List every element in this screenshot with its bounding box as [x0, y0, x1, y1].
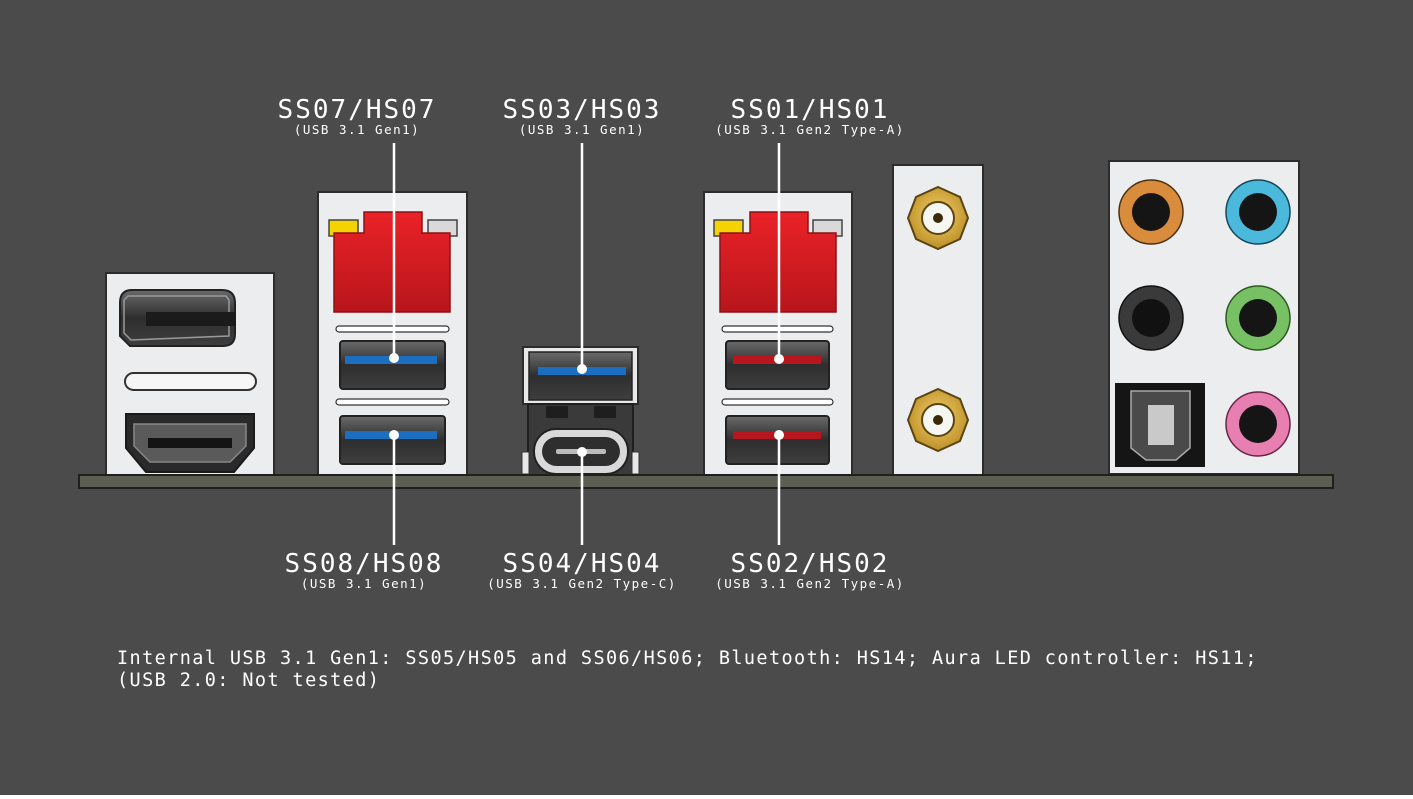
usb-a-port-icon: [339, 340, 446, 390]
port-label-sub: (USB 3.1 Gen1): [300, 576, 428, 591]
audio-jack-icon: [1118, 285, 1184, 351]
port-label-main: SS08/HS08: [284, 549, 444, 579]
port-label-sub: (USB 3.1 Gen2 Type-A): [715, 122, 905, 137]
video-output-block: [105, 272, 275, 479]
optical-spdif-icon: [1115, 383, 1205, 467]
port-label-main: SS03/HS03: [502, 95, 662, 125]
port-label-ss07: SS07/HS07 (USB 3.1 Gen1): [278, 97, 437, 137]
port-label-sub: (USB 3.1 Gen2 Type-C): [487, 576, 677, 591]
wifi-antenna-block: [892, 164, 984, 476]
port-label-ss03: SS03/HS03 (USB 3.1 Gen1): [503, 97, 662, 137]
audio-jack-icon: [1225, 179, 1291, 245]
port-label-main: SS07/HS07: [277, 95, 437, 125]
port-label-main: SS02/HS02: [730, 549, 890, 579]
audio-jack-icon: [1118, 179, 1184, 245]
usb-a-port-icon: [528, 351, 633, 401]
port-divider-bar: [124, 372, 257, 391]
footnote-line-1: Internal USB 3.1 Gen1: SS05/HS05 and SS0…: [117, 648, 1258, 669]
usb-a-c-stack-middle: [521, 346, 640, 477]
audio-block: [1108, 160, 1300, 475]
footnote: Internal USB 3.1 Gen1: SS05/HS05 and SS0…: [117, 648, 1258, 692]
port-label-ss01: SS01/HS01 (USB 3.1 Gen2 Type-A): [715, 97, 905, 137]
wifi-antenna-connector-icon: [906, 387, 970, 453]
usb-a-port-icon: [725, 340, 830, 390]
displayport-port-icon: [119, 289, 236, 347]
port-label-sub: (USB 3.1 Gen1): [293, 122, 421, 137]
audio-jack-icon: [1225, 285, 1291, 351]
hdmi-port-icon: [125, 413, 255, 473]
wifi-antenna-connector-icon: [906, 185, 970, 251]
board-edge: [78, 474, 1334, 489]
port-label-sub: (USB 3.1 Gen1): [518, 122, 646, 137]
audio-jack-icon: [1225, 391, 1291, 457]
usb-a-port-icon: [339, 415, 446, 465]
port-label-ss02: SS02/HS02 (USB 3.1 Gen2 Type-A): [715, 551, 905, 591]
usb-a-port-icon: [725, 415, 830, 465]
ethernet-port-icon: [328, 211, 458, 313]
port-label-ss04: SS04/HS04 (USB 3.1 Gen2 Type-C): [487, 551, 677, 591]
leader-lines: [389, 143, 784, 545]
footnote-line-2: (USB 2.0: Not tested): [117, 670, 381, 691]
port-label-main: SS04/HS04: [502, 549, 662, 579]
port-label-sub: (USB 3.1 Gen2 Type-A): [715, 576, 905, 591]
port-label-main: SS01/HS01: [730, 95, 890, 125]
port-label-ss08: SS08/HS08 (USB 3.1 Gen1): [285, 551, 444, 591]
